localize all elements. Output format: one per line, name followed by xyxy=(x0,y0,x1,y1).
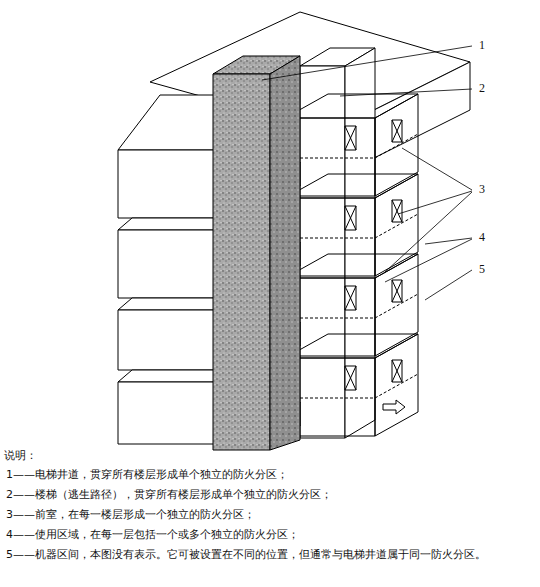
door-symbol xyxy=(345,206,356,230)
left-box xyxy=(118,150,216,218)
door-symbol xyxy=(392,200,402,222)
notes-heading: 说明： xyxy=(4,448,534,464)
callout-number: 2 xyxy=(478,81,486,95)
note-line: 5——机器区间，本图没有表示。它可被设置在不同的位置，但通常与电梯井道属于同一防… xyxy=(6,547,536,563)
leader-line xyxy=(262,46,472,80)
elevator-shaft-side xyxy=(270,56,300,450)
note-line: 1——电梯井道，贯穿所有楼层形成单个独立的防火分区； xyxy=(6,467,536,483)
leader-line xyxy=(340,89,472,96)
floor-top xyxy=(285,334,418,358)
door-symbol xyxy=(345,206,356,230)
door-symbol xyxy=(392,200,402,222)
door-symbol xyxy=(392,360,402,382)
floor-top xyxy=(285,254,418,278)
left-box xyxy=(118,310,216,370)
left-box-top xyxy=(118,370,216,382)
door-symbol xyxy=(345,286,356,310)
note-line: 3——前室，在每一楼层形成一个独立的防火分区； xyxy=(6,507,536,523)
floor-side xyxy=(375,174,418,276)
hidden-edge xyxy=(300,398,375,399)
door-symbol xyxy=(392,120,402,142)
leader-line xyxy=(425,238,472,244)
door-symbol xyxy=(392,360,402,382)
elevator-shaft xyxy=(213,74,270,450)
left-box-top xyxy=(118,298,216,310)
left-box xyxy=(118,382,216,444)
callout-number: 5 xyxy=(478,262,486,276)
left-box-top xyxy=(118,218,216,230)
callout-number: 4 xyxy=(478,230,486,244)
door-symbol xyxy=(345,126,356,150)
door-symbol xyxy=(392,120,402,142)
leader-line xyxy=(385,192,472,272)
note-line: 4——使用区域，在每一层包括一个或多个独立的防火分区； xyxy=(6,527,536,543)
hidden-edge xyxy=(300,318,375,319)
hidden-edge xyxy=(300,158,375,159)
door-symbol xyxy=(345,366,356,390)
door-symbol xyxy=(392,200,402,222)
door-symbol xyxy=(392,280,402,302)
door-symbol xyxy=(345,286,356,310)
door-symbol xyxy=(345,126,356,150)
door-symbol xyxy=(345,366,356,390)
door-symbol xyxy=(345,286,356,310)
callout-number: 1 xyxy=(478,38,486,52)
floor-side xyxy=(375,94,418,196)
door-symbol xyxy=(392,280,402,302)
door-symbol xyxy=(345,366,356,390)
door-symbol xyxy=(392,120,402,142)
leader-line xyxy=(402,148,472,190)
left-box xyxy=(118,230,216,298)
hidden-edge xyxy=(300,238,375,239)
stair-shaft xyxy=(300,66,345,438)
floor-top xyxy=(285,174,418,198)
door-symbol xyxy=(345,126,356,150)
note-line: 2——楼梯（逃生路径），贯穿所有楼层形成单个独立的防火分区； xyxy=(6,487,536,503)
door-symbol xyxy=(345,206,356,230)
callout-number: 3 xyxy=(478,182,486,196)
stair-side xyxy=(345,48,375,438)
leader-line xyxy=(425,270,472,300)
floor-side xyxy=(375,334,418,436)
door-symbol xyxy=(392,360,402,382)
exit-arrow xyxy=(383,400,405,414)
door-symbol xyxy=(392,280,402,302)
leader-line xyxy=(385,239,472,282)
floor-top xyxy=(285,94,418,118)
